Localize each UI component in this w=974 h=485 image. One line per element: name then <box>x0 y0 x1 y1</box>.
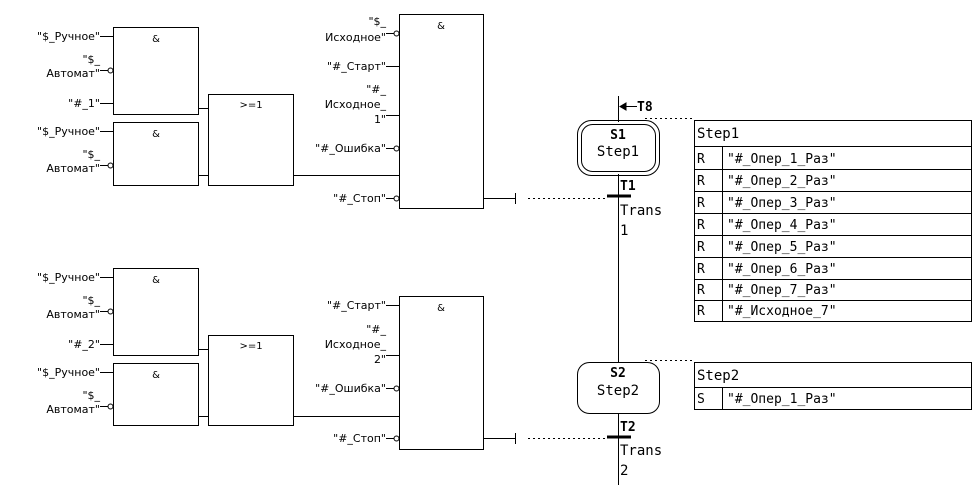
step1-row2-q: R <box>697 174 705 189</box>
step2-row1-op: "#_Опер_1_Раз" <box>727 392 837 407</box>
bottom-big-in2c: 2" <box>374 353 386 366</box>
step-s2-id: S2 <box>610 366 626 381</box>
top-big-in3b: Исходное_ <box>325 98 387 111</box>
bottom-big-in1: "#_Старт" <box>327 299 386 312</box>
top-and1-in1: "$_Ручное" <box>37 30 100 43</box>
step1-table-title: Step1 <box>697 126 739 142</box>
top-and2-box[interactable] <box>113 122 199 186</box>
bottom-big-op: & <box>437 303 445 314</box>
transition-t1-id: T1 <box>620 179 636 194</box>
bottom-and1-in2b: Автомат" <box>46 308 100 321</box>
top-and2-in2b: Автомат" <box>46 162 100 175</box>
bottom-and2-in2b: Автомат" <box>46 403 100 416</box>
step-s1[interactable] <box>577 120 660 176</box>
bottom-and1-op: & <box>152 275 160 286</box>
bottom-and1-in3: "#_2" <box>68 338 100 351</box>
step1-row6-op: "#_Опер_6_Раз" <box>727 262 837 277</box>
top-and1-in2b: Автомат" <box>46 67 100 80</box>
step1-row3-q: R <box>697 196 705 211</box>
step-s1-initial-border <box>581 124 656 172</box>
bottom-and2-in1: "$_Ручное" <box>37 366 100 379</box>
step1-row8-op: "#_Исходное_7" <box>727 304 837 319</box>
bottom-big-in2a: "#_ <box>366 323 386 336</box>
step1-row4-op: "#_Опер_4_Раз" <box>727 218 837 233</box>
bottom-and1-box[interactable] <box>113 268 199 356</box>
bottom-and1-in2a: "$_ <box>82 294 100 307</box>
step1-row2-op: "#_Опер_2_Раз" <box>727 174 837 189</box>
step-s2-name: Step2 <box>597 383 639 399</box>
step2-action-table[interactable] <box>694 362 972 410</box>
top-big-op: & <box>437 21 445 32</box>
transition-t2-name1: Trans <box>620 443 662 459</box>
step1-row7-op: "#_Опер_7_Раз" <box>727 283 837 298</box>
top-or-op: >=1 <box>239 100 262 111</box>
jump-label: T8 <box>637 100 653 115</box>
step2-table-title: Step2 <box>697 368 739 384</box>
step1-row4-q: R <box>697 218 705 233</box>
transition-t1-name2: 1 <box>620 223 628 239</box>
bottom-and2-op: & <box>152 370 160 381</box>
top-and2-in1: "$_Ручное" <box>37 125 100 138</box>
top-and2-in2a: "$_ <box>82 148 100 161</box>
transition-t1-name1: Trans <box>620 203 662 219</box>
step1-row6-q: R <box>697 262 705 277</box>
step1-row5-q: R <box>697 240 705 255</box>
top-big-in1a: "$_ <box>368 15 386 28</box>
jump-arrow-icon <box>619 102 627 111</box>
top-big-in4: "#_Ошибка" <box>315 142 386 155</box>
top-and1-in2a: "$_ <box>82 53 100 66</box>
top-big-in2: "#_Старт" <box>327 60 386 73</box>
step1-row1-op: "#_Опер_1_Раз" <box>727 152 837 167</box>
step1-action-table[interactable] <box>694 120 972 322</box>
step1-row3-op: "#_Опер_3_Раз" <box>727 196 837 211</box>
top-and1-box[interactable] <box>113 27 199 115</box>
top-and1-op: & <box>152 34 160 45</box>
bottom-or-box[interactable] <box>208 335 294 426</box>
top-big-in3a: "#_ <box>366 83 386 96</box>
step2-row1-q: S <box>697 392 705 407</box>
top-big-in3c: 1" <box>374 113 386 126</box>
transition-t2-name2: 2 <box>620 463 628 479</box>
bottom-and1-in1: "$_Ручное" <box>37 271 100 284</box>
top-big-and-box[interactable] <box>399 14 484 209</box>
bottom-and2-in2a: "$_ <box>82 389 100 402</box>
bottom-big-in3: "#_Ошибка" <box>315 382 386 395</box>
top-and2-op: & <box>152 129 160 140</box>
step1-row5-op: "#_Опер_5_Раз" <box>727 240 837 255</box>
top-big-in5: "#_Стоп" <box>333 192 386 205</box>
top-big-in1b: Исходное" <box>325 31 386 44</box>
top-or-box[interactable] <box>208 94 294 186</box>
bottom-and2-box[interactable] <box>113 363 199 426</box>
step-s2[interactable] <box>577 362 660 414</box>
step1-row8-q: R <box>697 304 705 319</box>
step1-row1-q: R <box>697 152 705 167</box>
step-s1-id: S1 <box>610 128 626 143</box>
transition-t2-id: T2 <box>620 420 636 435</box>
bottom-big-in4: "#_Стоп" <box>333 432 386 445</box>
bottom-big-in2b: Исходное_ <box>325 338 387 351</box>
top-and1-in3: "#_1" <box>68 97 100 110</box>
step1-row7-q: R <box>697 283 705 298</box>
step-s1-name: Step1 <box>597 144 639 160</box>
bottom-or-op: >=1 <box>239 341 262 352</box>
bottom-big-and-box[interactable] <box>399 296 484 450</box>
